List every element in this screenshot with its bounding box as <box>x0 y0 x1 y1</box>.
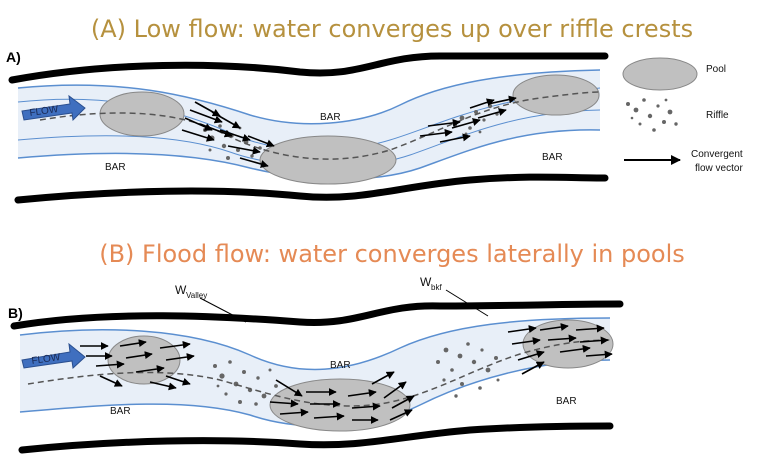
legend-riffle-swatch <box>626 98 678 132</box>
valley-width-symbol: W <box>175 283 187 297</box>
legend-pool-label: Pool <box>706 64 726 75</box>
panel-a-valley-wall-top <box>8 52 609 84</box>
panel-b-flow-label: FLOW <box>31 352 62 367</box>
panel-b-bar-label: BAR <box>110 406 131 417</box>
panel-a-label: A) <box>6 49 21 65</box>
legend-riffle-label: Riffle <box>706 110 729 121</box>
panel-a-flow-vectors <box>181 95 517 168</box>
legend-vector-line1: Convergent <box>691 149 743 160</box>
panel-a-thalweg <box>39 91 601 160</box>
panel-b-valley-wall-bottom <box>18 422 614 454</box>
panel-a-bar-label: BAR <box>105 162 126 173</box>
panel-b-label: B) <box>8 305 23 321</box>
legend-pool-swatch <box>622 57 698 91</box>
bankfull-width-symbol: W <box>420 275 432 289</box>
panel-b-flow-vectors <box>80 323 613 424</box>
valley-width-subscript: Valley <box>186 291 207 300</box>
panel-a-valley-wall-bottom <box>14 173 609 204</box>
bankfull-width-label: W bkf <box>420 275 489 317</box>
panel-b-bank-top <box>19 317 611 371</box>
title-low-flow: (A) Low flow: water converges up over ri… <box>91 15 693 43</box>
panel-b-pool <box>269 378 411 432</box>
panel-a-bar-label: BAR <box>320 112 341 123</box>
bankfull-width-subscript: bkf <box>431 283 442 292</box>
legend-vector-line2: flow vector <box>695 163 743 174</box>
panel-a-flow-label: FLOW <box>29 104 60 119</box>
bankfull-width-leader <box>445 289 489 317</box>
panel-b-valley-wall-top <box>10 300 624 330</box>
panel-a-bank-top <box>17 69 601 125</box>
panel-b-bar-label: BAR <box>556 396 577 407</box>
panel-a-pool <box>259 135 397 185</box>
title-flood-flow: (B) Flood flow: water converges laterall… <box>99 240 685 268</box>
panel-a-bar-label: BAR <box>542 152 563 163</box>
panel-a-pool <box>512 74 600 116</box>
valley-width-leader <box>199 297 247 323</box>
valley-width-label: W Valley <box>175 283 247 323</box>
panel-b-bar-label: BAR <box>330 360 351 371</box>
panel-b-flow-arrow: FLOW <box>21 342 86 370</box>
panel-b-pool <box>522 319 614 369</box>
panel-b-riffle <box>213 360 278 406</box>
panel-b-riffle <box>436 342 500 398</box>
legend: Pool Riffle Convergent flow vector <box>622 57 743 174</box>
panel-a-flow-arrow: FLOW <box>21 94 86 122</box>
panel-b-thalweg <box>27 339 611 407</box>
